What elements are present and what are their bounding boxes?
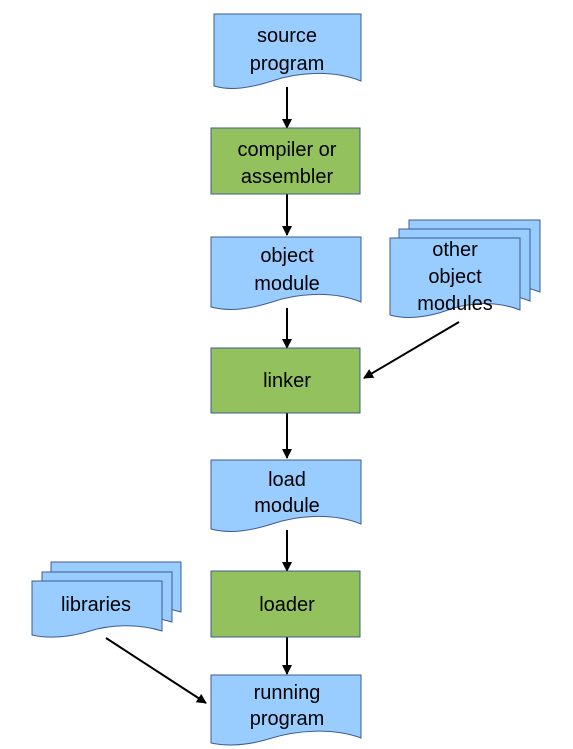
document-shape (210, 459, 362, 532)
node-label-line: module (254, 495, 320, 517)
node-label-line: compiler or (238, 139, 337, 161)
node-object-module: object module (210, 236, 362, 310)
node-compiler-or-assembler: compiler or assembler (210, 127, 361, 195)
document-shape-front (389, 237, 521, 318)
node-label-line: libraries (61, 594, 131, 616)
node-libraries: libraries (31, 561, 182, 638)
node-other-object-modules: other object modules (389, 219, 541, 318)
node-label-line: program (250, 708, 324, 730)
node-label-line: loader (259, 594, 315, 616)
node-label-line: running (254, 682, 321, 704)
node-source-program: source program (213, 13, 362, 89)
node-label-line: other (432, 239, 478, 261)
node-load-module: load module (210, 459, 362, 532)
node-loader: loader (210, 570, 361, 638)
node-label-line: modules (417, 293, 493, 315)
process-shape (210, 570, 361, 638)
node-label-line: assembler (241, 166, 334, 188)
node-label-line: program (250, 53, 324, 75)
node-label-line: source (257, 25, 317, 47)
edge-other-modules-to-linker (363, 321, 460, 379)
document-shape-front (31, 580, 163, 638)
process-shape (210, 127, 361, 195)
edge-libraries-to-running-program (105, 637, 207, 704)
node-label-line: object (260, 245, 314, 267)
process-shape (210, 347, 361, 414)
node-label-line: linker (263, 370, 311, 392)
document-shape (213, 13, 362, 89)
node-running-program: running program (210, 674, 362, 746)
connectors (105, 87, 460, 704)
node-label-line: load (268, 469, 306, 491)
node-label-line: module (254, 273, 320, 295)
node-label-line: object (428, 266, 482, 288)
document-shape (210, 674, 362, 746)
document-shape (210, 236, 362, 310)
node-linker: linker (210, 347, 361, 414)
